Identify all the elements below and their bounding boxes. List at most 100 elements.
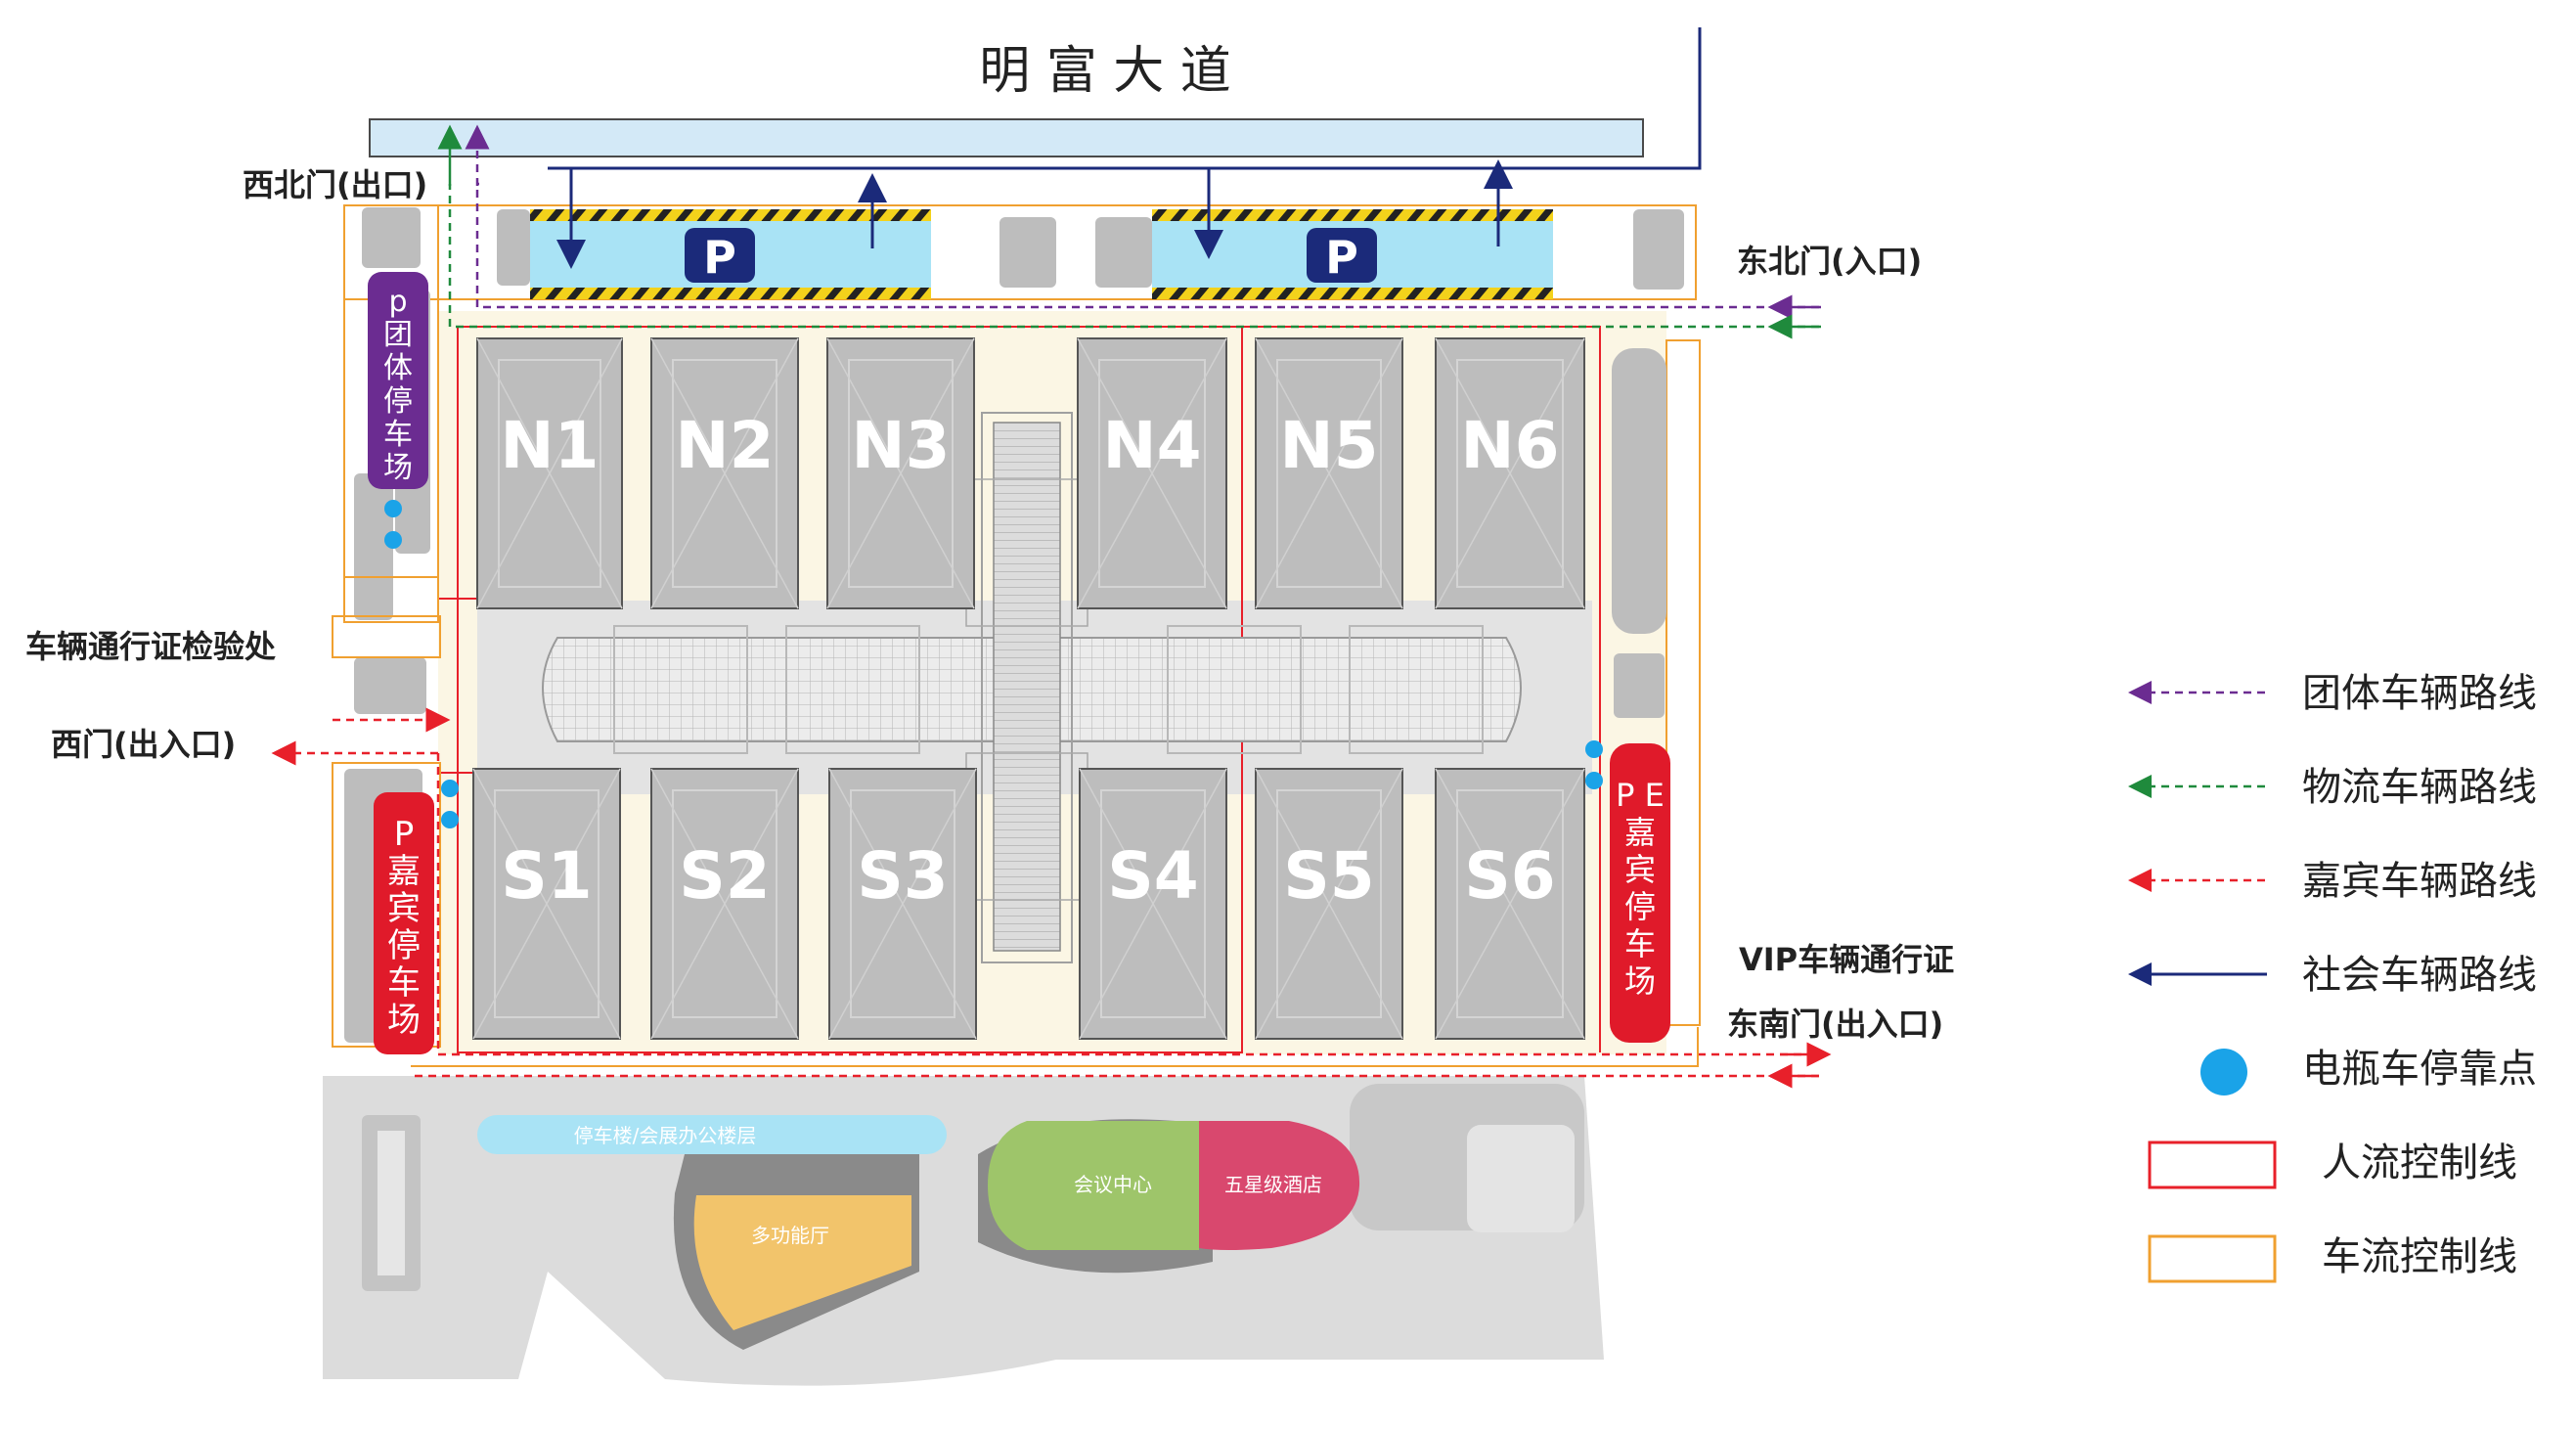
hall-s2[interactable]: S2 [650, 768, 799, 1040]
lot-char: 宾 [1624, 851, 1656, 888]
lot-char: 体 [383, 351, 413, 385]
multi-function-hall [693, 1195, 911, 1330]
legend-label: 团体车辆路线 [2302, 671, 2537, 716]
road-name: 明 富 大 道 [979, 42, 1231, 101]
hall-label: S3 [857, 838, 948, 914]
central-spine-frame [981, 412, 1073, 963]
hazard-stripe [1152, 209, 1553, 221]
lot-char: 嘉 [1624, 814, 1656, 851]
lot-char: 场 [383, 451, 413, 485]
lot-char: 嘉 [387, 852, 421, 891]
conference-center-label: 会议中心 [1074, 1173, 1152, 1196]
hazard-stripe [1152, 288, 1553, 299]
shuttle-stop-dot [384, 500, 402, 517]
gate-west-label: 西门(出入口) [51, 726, 236, 763]
north-building-block [497, 209, 530, 286]
lot-prefix: P [394, 815, 415, 854]
hall-label: N1 [500, 408, 599, 483]
legend-label: 人流控制线 [2322, 1140, 2517, 1185]
hazard-stripe [530, 209, 931, 221]
north-building-block [1633, 209, 1684, 290]
lot-char: 车 [383, 418, 413, 452]
legend-label: 物流车辆路线 [2302, 765, 2537, 810]
hall-label: S6 [1464, 838, 1555, 914]
legend-item: 嘉宾车辆路线 [2128, 859, 2537, 904]
legend-label: 嘉宾车辆路线 [2302, 859, 2537, 904]
lot-char: 场 [387, 1001, 421, 1040]
legend-label: 车流控制线 [2322, 1234, 2517, 1279]
legend-item: 车流控制线 [2148, 1234, 2517, 1283]
group-parking-lot [368, 272, 428, 489]
vip-pass-label: VIP车辆通行证 [1739, 941, 1954, 978]
concourse-outline [785, 625, 920, 754]
hall-n5[interactable]: N5 [1255, 337, 1403, 609]
lot-char: 停 [383, 384, 413, 419]
shuttle-stop-dot [1585, 772, 1603, 789]
lot-char: 车 [387, 963, 421, 1003]
hall-n2[interactable]: N2 [650, 337, 799, 609]
north-building-block [1095, 217, 1152, 288]
legend-item: 人流控制线 [2148, 1140, 2517, 1189]
west-vehicle-control-line [332, 615, 441, 658]
gate-southeast-label: 东南门(出入口) [1727, 1006, 1943, 1043]
shuttle-stop-dot [1585, 740, 1603, 758]
parking-icon [1307, 228, 1377, 283]
legend-item: 物流车辆路线 [2128, 765, 2537, 810]
hall-s5[interactable]: S5 [1255, 768, 1403, 1040]
hazard-stripe [530, 288, 931, 299]
parking-icon-label: P [1325, 231, 1358, 284]
lot-char: 停 [1624, 888, 1656, 925]
hall-s6[interactable]: S6 [1435, 768, 1585, 1040]
south-building-block [1467, 1125, 1575, 1232]
lot-char: 车 [1624, 925, 1656, 962]
north-building-block [999, 217, 1056, 288]
checkpoint-label: 车辆通行证检验处 [25, 628, 276, 665]
south-building-block [378, 1131, 405, 1275]
parking-building [477, 1115, 947, 1154]
hall-n4[interactable]: N4 [1077, 337, 1227, 609]
hall-label: N4 [1102, 408, 1201, 483]
shuttle-stop-dot [384, 531, 402, 549]
east-building-block [1614, 653, 1665, 718]
lot-prefix: P E [1616, 777, 1665, 814]
vip-parking-lot-west [374, 792, 434, 1054]
lot-char: 宾 [387, 889, 421, 928]
west-building-block [354, 657, 426, 714]
gate-northeast-label: 东北门(入口) [1737, 243, 1922, 280]
road-strip [369, 118, 1644, 157]
hall-label: N3 [851, 408, 950, 483]
hall-n1[interactable]: N1 [476, 337, 623, 609]
hall-label: S1 [501, 838, 592, 914]
five-star-hotel-label: 五星级酒店 [1224, 1173, 1322, 1196]
legend-item: 团体车辆路线 [2128, 671, 2537, 716]
social-route-road-edge [548, 27, 1702, 170]
hall-label: N5 [1279, 408, 1378, 483]
multi-function-hall-label: 多功能厅 [751, 1224, 829, 1247]
logistics-vehicle-route [448, 184, 1819, 329]
hall-n6[interactable]: N6 [1435, 337, 1585, 609]
hall-s3[interactable]: S3 [828, 768, 977, 1040]
hall-label: S5 [1283, 838, 1374, 914]
legend-item: 电瓶车停靠点 [2200, 1047, 2537, 1096]
hall-n3[interactable]: N3 [826, 337, 975, 609]
west-building-block [362, 207, 421, 268]
vehicle-control-line [411, 1027, 1699, 1067]
concourse-outline [613, 625, 748, 754]
central-spine [993, 422, 1061, 952]
conference-center [988, 1121, 1199, 1250]
hall-label: S2 [679, 838, 770, 914]
west-building-block [354, 473, 393, 620]
hall-label: N6 [1460, 408, 1559, 483]
gate-northwest-label: 西北门(出口) [243, 166, 427, 203]
hall-s4[interactable]: S4 [1079, 768, 1227, 1040]
lot-prefix: p [388, 285, 407, 319]
five-star-hotel [1199, 1121, 1360, 1250]
legend-label: 社会车辆路线 [2302, 953, 2537, 998]
hall-s1[interactable]: S1 [472, 768, 621, 1040]
east-vehicle-control-line [1666, 339, 1701, 1026]
